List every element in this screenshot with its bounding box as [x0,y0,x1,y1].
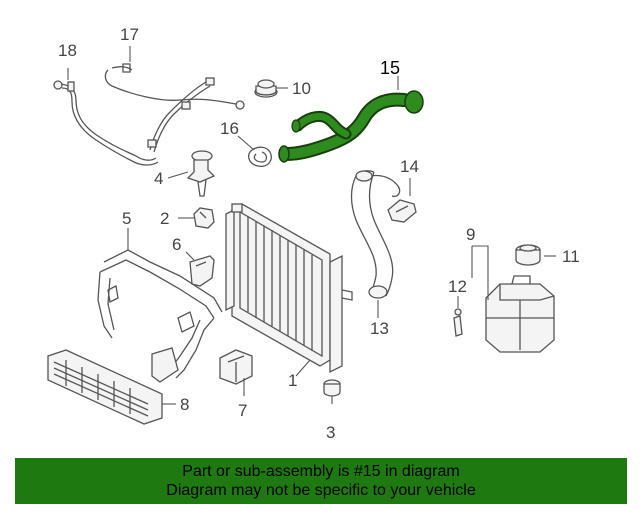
label-9: 9 [466,225,475,244]
label-17: 17 [120,25,139,44]
label-3: 3 [326,423,335,442]
part-15-radiator-hose [278,90,424,163]
label-16: 16 [220,119,239,138]
label-5: 5 [122,209,131,228]
banner-line-1: Part or sub-assembly is #15 in diagram [182,463,460,480]
part-2-clip [193,207,215,229]
part-10-cap [254,79,278,98]
label-15: 15 [380,58,400,78]
label-4: 4 [154,169,163,188]
part-8-grille [47,349,163,425]
part-16-clamp [247,146,272,167]
hose-line-assembly [53,63,245,166]
part-9-reservoir [485,275,555,353]
label-18: 18 [58,41,77,60]
banner-line-2: Diagram may not be specific to your vehi… [166,482,476,499]
part-3-plug [323,379,341,397]
part-7-bracket [219,349,253,385]
part-number-labels: 18 17 10 16 15 4 14 5 2 6 9 11 12 13 1 7… [58,25,580,442]
label-7: 7 [238,401,247,420]
label-10: 10 [292,79,311,98]
part-4-mount [186,150,216,197]
parts-diagram: 18 17 10 16 15 4 14 5 2 6 9 11 12 13 1 7… [47,25,580,442]
part-13-lower-hose [350,170,401,299]
label-8: 8 [180,395,189,414]
label-12: 12 [448,277,467,296]
label-6: 6 [172,235,181,254]
label-1: 1 [288,371,297,390]
label-2: 2 [160,209,169,228]
label-11: 11 [562,247,580,266]
label-13: 13 [370,319,389,338]
part-1-radiator [225,203,353,374]
part-6-bracket [189,255,215,287]
part-14-clip [387,199,417,223]
part-11-cap [515,244,541,266]
part-5-shroud [97,249,223,383]
leader-lines [67,46,556,405]
label-14: 14 [400,157,419,176]
info-banner: Part or sub-assembly is #15 in diagram D… [15,458,627,504]
part-12-sensor [453,308,463,337]
